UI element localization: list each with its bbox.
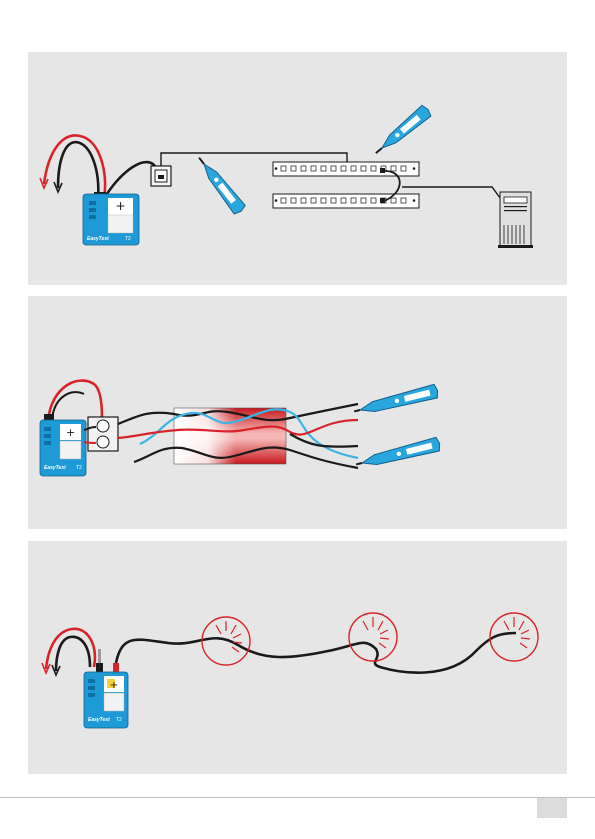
patch-port — [291, 166, 296, 171]
patch-port — [401, 198, 406, 203]
patch-port — [291, 198, 296, 203]
probe-icon — [352, 384, 439, 418]
patch-panel-scene: + EasyTest T2 — [28, 52, 567, 285]
device-model-label: T2 — [76, 465, 82, 471]
probe-icon — [194, 153, 247, 215]
signal-indicator-icon — [349, 613, 397, 661]
server-icon — [498, 192, 533, 248]
black-test-lead — [58, 142, 98, 199]
patch-port — [321, 166, 326, 171]
wire-black-c — [290, 434, 358, 447]
patch-port — [361, 198, 366, 203]
bundle-scene: + EasyTest T2 — [28, 296, 567, 529]
patch-port — [331, 166, 336, 171]
red-test-lead — [48, 381, 102, 420]
svg-text:+: + — [115, 199, 125, 213]
svg-text:+: + — [66, 426, 75, 439]
illustration-patch-panel-tracing: + EasyTest T2 — [28, 52, 567, 285]
black-test-lead — [56, 637, 90, 671]
device-model-label: T2 — [116, 717, 122, 723]
patch-port — [391, 166, 396, 171]
device-brand-label: EasyTest — [87, 236, 109, 242]
patch-port — [301, 198, 306, 203]
patch-port — [371, 166, 376, 171]
patch-panel-lower — [273, 194, 419, 208]
mount-screw — [413, 167, 416, 170]
patch-port — [311, 198, 316, 203]
patch-port — [401, 166, 406, 171]
patch-port — [311, 166, 316, 171]
patch-port — [281, 166, 286, 171]
break-location-scene: + EasyTest T2 — [28, 541, 567, 774]
double-socket — [88, 417, 118, 451]
page-number-box — [537, 798, 567, 818]
wall-socket — [151, 166, 171, 186]
patch-port — [371, 198, 376, 203]
tester-device: + EasyTest T2 — [83, 192, 139, 245]
patch-port — [341, 198, 346, 203]
patch-port — [321, 198, 326, 203]
tester-device: + EasyTest T2 — [40, 414, 86, 476]
illustration-bundle-identification: + EasyTest T2 — [28, 296, 567, 529]
patch-port — [391, 198, 396, 203]
probe-icon — [371, 104, 432, 158]
patch-port — [281, 198, 286, 203]
device-model-label: T2 — [125, 236, 131, 242]
device-brand-label: EasyTest — [44, 465, 66, 471]
probe-icon — [354, 437, 441, 471]
mount-screw — [413, 199, 416, 202]
patch-port — [341, 166, 346, 171]
patch-port — [301, 166, 306, 171]
mount-screw — [275, 199, 278, 202]
patch-port — [331, 198, 336, 203]
mount-screw — [275, 167, 278, 170]
patch-port — [361, 166, 366, 171]
svg-text:+: + — [110, 680, 118, 691]
device-brand-label: EasyTest — [88, 717, 110, 723]
traced-cable — [116, 633, 516, 673]
patch-port — [351, 166, 356, 171]
patch-panel-upper — [273, 162, 419, 176]
illustration-break-location: + EasyTest T2 — [28, 541, 567, 774]
signal-indicator-icon — [202, 617, 250, 665]
footer-rule — [0, 797, 595, 798]
patch-port — [351, 198, 356, 203]
